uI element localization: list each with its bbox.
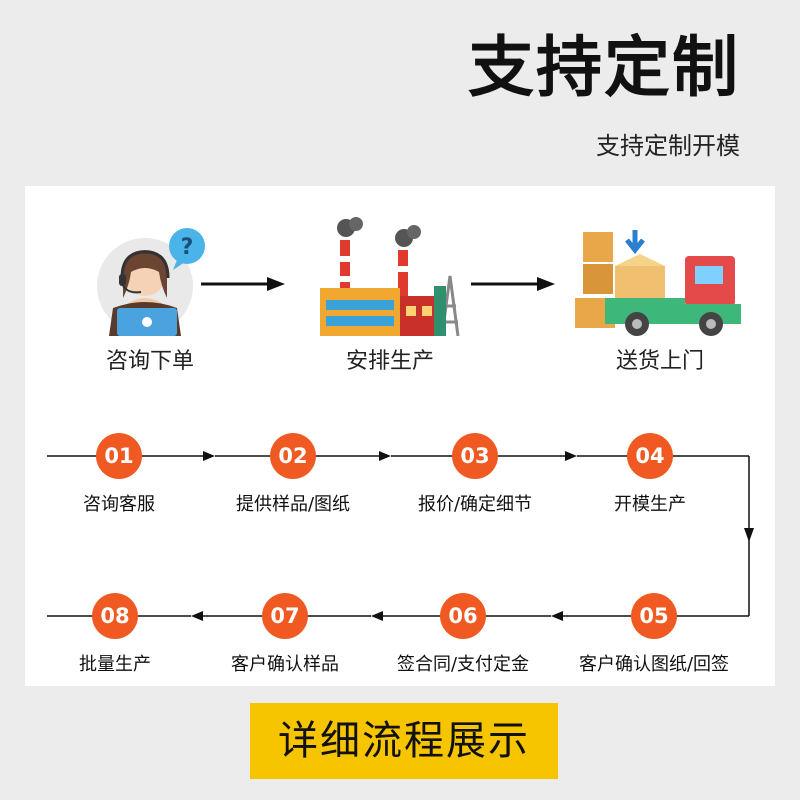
step-label: 提供样品/图纸 <box>235 494 351 515</box>
arrow-right-icon <box>471 277 555 291</box>
step-03: 03 报价/确定细节 <box>390 433 560 517</box>
stage-delivery: 送货上门 <box>575 216 745 376</box>
step-number: 03 <box>452 433 498 479</box>
page-title: 支持定制 <box>468 29 740 106</box>
detail-process-banner[interactable]: 详细流程展示 <box>250 703 558 779</box>
step-number: 05 <box>631 593 677 639</box>
step-08: 08 批量生产 <box>30 593 200 677</box>
step-number: 07 <box>262 593 308 639</box>
step-number: 08 <box>92 593 138 639</box>
stage-consult: ? 咨询下单 <box>65 216 235 376</box>
step-number: 01 <box>96 433 142 479</box>
arrow-right-icon <box>201 277 285 291</box>
step-label: 批量生产 <box>79 654 151 675</box>
step-label: 客户确认图纸/回签 <box>578 654 730 675</box>
step-number: 04 <box>627 433 673 479</box>
step-label: 咨询客服 <box>83 494 155 515</box>
process-card: ? 咨询下单 安排生产 <box>25 186 775 686</box>
step-number: 06 <box>440 593 486 639</box>
step-07: 07 客户确认样品 <box>200 593 370 677</box>
step-label: 报价/确定细节 <box>417 494 533 515</box>
step-number: 02 <box>270 433 316 479</box>
step-05: 05 客户确认图纸/回签 <box>569 593 739 677</box>
page-subtitle: 支持定制开模 <box>596 132 740 160</box>
step-label: 签合同/支付定金 <box>396 654 530 675</box>
step-02: 02 提供样品/图纸 <box>208 433 378 517</box>
delivery-truck-icon <box>575 230 741 336</box>
step-label: 开模生产 <box>614 494 686 515</box>
step-label: 客户确认样品 <box>231 654 339 675</box>
factory-icon <box>320 217 460 336</box>
stage-label: 安排生产 <box>345 349 434 374</box>
step-06: 06 签合同/支付定金 <box>378 593 548 677</box>
step-04: 04 开模生产 <box>565 433 735 517</box>
svg-text:?: ? <box>181 235 194 260</box>
customer-service-icon: ? <box>97 228 205 336</box>
stage-label: 送货上门 <box>615 349 704 374</box>
step-01: 01 咨询客服 <box>34 433 204 517</box>
stage-label: 咨询下单 <box>105 349 194 374</box>
stage-production: 安排生产 <box>305 216 475 376</box>
